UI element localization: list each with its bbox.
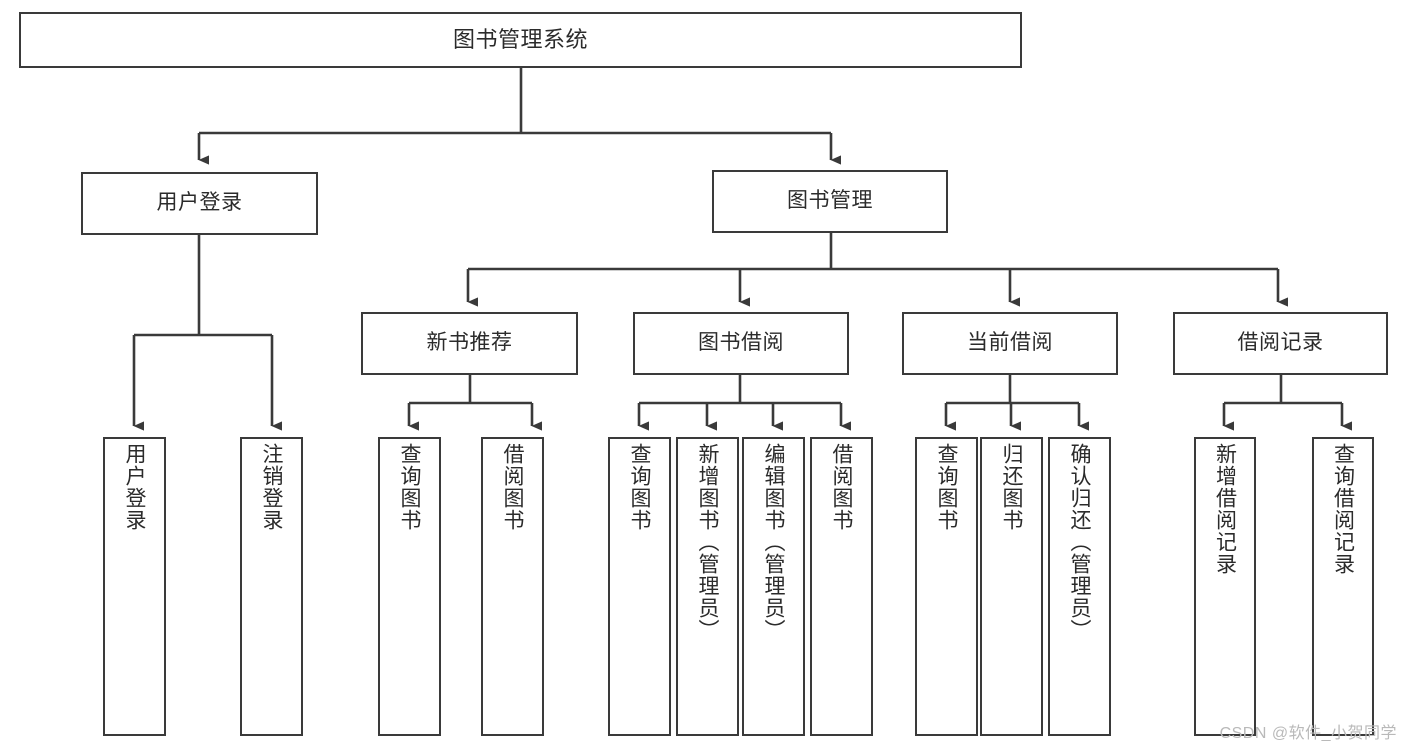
leaf-user-logout[interactable]: 注销登录 bbox=[240, 437, 303, 736]
leaf-query-book-current[interactable]: 查询图书 bbox=[915, 437, 978, 736]
node-label: 查询图书 bbox=[935, 443, 958, 531]
node-label: 用户登录 bbox=[156, 191, 243, 215]
leaf-confirm-return-admin[interactable]: 确认归还（管理员） bbox=[1048, 437, 1111, 736]
node-new-book-recommend[interactable]: 新书推荐 bbox=[361, 312, 578, 375]
node-label: 编辑图书（管理员） bbox=[762, 443, 785, 641]
node-label: 借阅记录 bbox=[1237, 331, 1324, 355]
node-label: 图书借阅 bbox=[698, 331, 784, 355]
node-root-system[interactable]: 图书管理系统 bbox=[19, 12, 1022, 68]
node-current-borrow[interactable]: 当前借阅 bbox=[902, 312, 1118, 375]
node-label: 新书推荐 bbox=[426, 331, 513, 355]
node-label: 图书管理系统 bbox=[452, 27, 588, 53]
node-label: 借阅图书 bbox=[501, 443, 524, 531]
node-label: 借阅图书 bbox=[830, 443, 853, 531]
node-borrow-record[interactable]: 借阅记录 bbox=[1173, 312, 1388, 375]
node-label: 用户登录 bbox=[123, 443, 146, 531]
leaf-return-book[interactable]: 归还图书 bbox=[980, 437, 1043, 736]
node-user-login[interactable]: 用户登录 bbox=[81, 172, 318, 235]
leaf-edit-book-admin[interactable]: 编辑图书（管理员） bbox=[742, 437, 805, 736]
leaf-borrow-book[interactable]: 借阅图书 bbox=[810, 437, 873, 736]
leaf-add-book-admin[interactable]: 新增图书（管理员） bbox=[676, 437, 739, 736]
leaf-add-borrow-record[interactable]: 新增借阅记录 bbox=[1194, 437, 1256, 736]
node-label: 图书管理 bbox=[787, 189, 873, 213]
node-label: 查询图书 bbox=[398, 443, 421, 531]
leaf-query-book[interactable]: 查询图书 bbox=[608, 437, 671, 736]
node-book-borrow[interactable]: 图书借阅 bbox=[633, 312, 849, 375]
leaf-user-login[interactable]: 用户登录 bbox=[103, 437, 166, 736]
leaf-borrow-book-recommend[interactable]: 借阅图书 bbox=[481, 437, 544, 736]
node-label: 注销登录 bbox=[260, 443, 283, 531]
node-label: 新增借阅记录 bbox=[1213, 443, 1237, 575]
node-label: 查询借阅记录 bbox=[1331, 443, 1355, 575]
node-book-management[interactable]: 图书管理 bbox=[712, 170, 948, 233]
node-label: 确认归还（管理员） bbox=[1068, 443, 1091, 641]
node-label: 归还图书 bbox=[1000, 443, 1023, 531]
leaf-query-borrow-record[interactable]: 查询借阅记录 bbox=[1312, 437, 1374, 736]
node-label: 当前借阅 bbox=[967, 331, 1053, 355]
node-label: 查询图书 bbox=[628, 443, 651, 531]
node-label: 新增图书（管理员） bbox=[696, 443, 719, 641]
leaf-query-book-recommend[interactable]: 查询图书 bbox=[378, 437, 441, 736]
